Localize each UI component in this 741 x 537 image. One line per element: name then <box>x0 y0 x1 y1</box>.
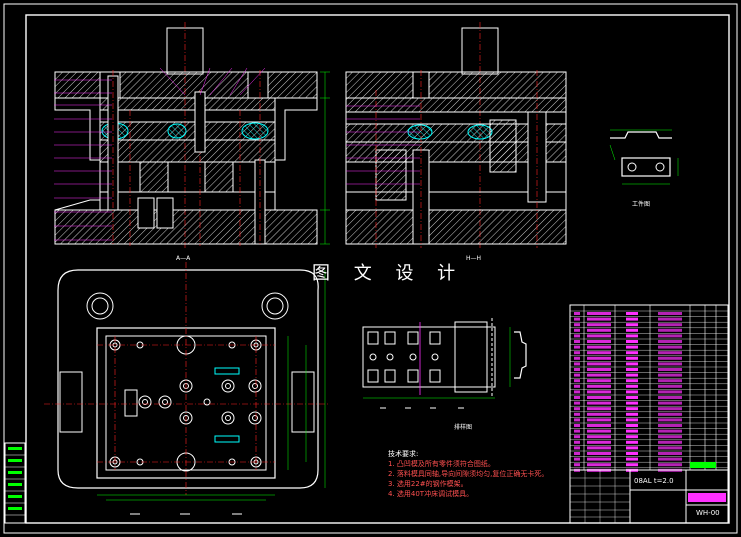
plan-view <box>44 262 330 501</box>
outer-frame <box>3 3 738 534</box>
section-label-aa: A—A <box>176 255 191 262</box>
margin-stamp <box>4 442 26 524</box>
tech-notes-title: 技术要求: <box>388 450 419 458</box>
watermark-text: 图 文 设 计 <box>312 263 465 284</box>
front-section-view <box>54 22 330 248</box>
tech-note-item: 1. 凸凹模及所有零件须符合图纸。 <box>388 460 495 468</box>
title-block-drawing-number: WH-00 <box>696 509 720 517</box>
title-block <box>569 469 729 524</box>
tech-note-item: 4. 选用40T冲床调试模具。 <box>388 490 474 498</box>
strip-layout <box>362 318 527 409</box>
technical-requirements: 技术要求: 1. 凸凹模及所有零件须符合图纸。 2. 落料模具同轴,导向间隙须均… <box>388 449 548 499</box>
part-drawing-label: 工件图 <box>632 201 651 208</box>
tech-note-item: 3. 选用22#的钢作模架。 <box>388 480 468 488</box>
part-drawing <box>609 129 679 185</box>
tech-note-item: 2. 落料模具同轴,导向间隙须均匀,复位正确无卡死。 <box>388 470 549 478</box>
inner-frame <box>25 14 730 524</box>
title-block-material: 08AL t=2.0 <box>634 477 674 485</box>
side-section-view <box>345 22 567 250</box>
strip-layout-label: 排样图 <box>454 424 473 431</box>
section-label-hh: H—H <box>466 255 482 262</box>
